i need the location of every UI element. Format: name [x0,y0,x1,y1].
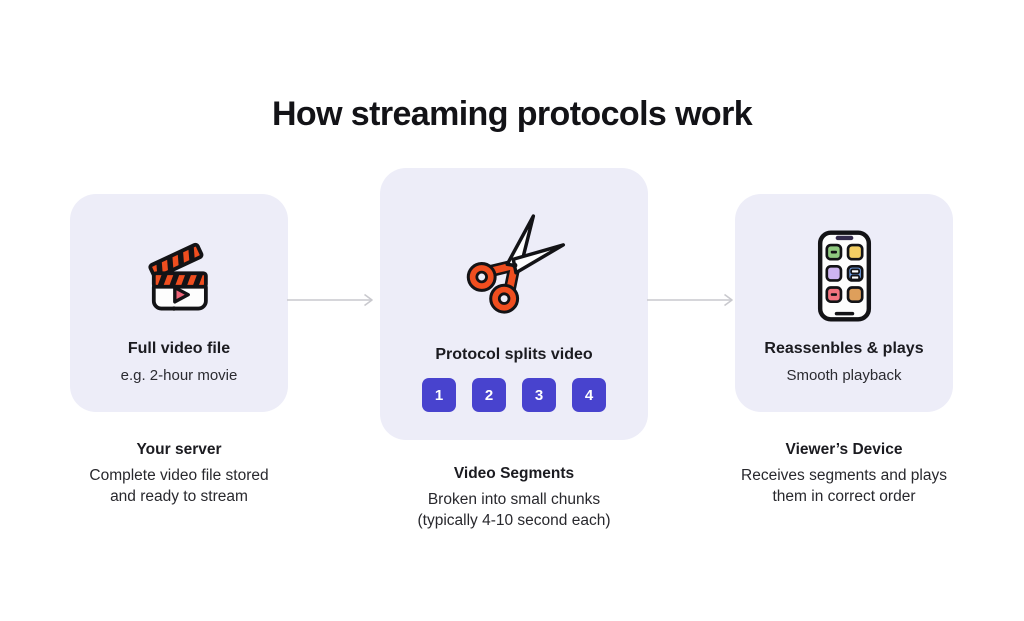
step-sublabel: e.g. 2-hour movie [120,367,238,384]
step-card-protocol-splits-video: Protocol splits video 1 2 3 4 [380,168,648,440]
smartphone-icon [816,230,873,322]
segment-2: 2 [472,378,506,412]
step-label: Protocol splits video [435,346,593,363]
caption-line: Broken into small chunks [427,491,601,508]
step-card-reassembles-plays: Reassenbles & plays Smooth playback [735,194,953,412]
video-segments-row: 1 2 3 4 [422,378,606,412]
caption-line: them in correct order [772,487,916,505]
arrow-right-icon [287,293,379,307]
step-sublabel: Smooth playback [786,367,902,384]
scissors-icon [462,214,566,318]
clapperboard-icon [137,238,221,324]
page-title: How streaming protocols work [271,94,753,133]
step-card-full-video-file: Full video file e.g. 2-hour movie [70,194,288,412]
segment-4: 4 [572,378,606,412]
step-label: Reassenbles & plays [764,340,924,357]
caption-title: Your server [136,441,222,458]
caption-title: Viewer’s Device [785,441,903,458]
caption-line: Receives segments and plays [741,467,947,484]
step-label: Full video file [127,340,231,357]
caption-video-segments: Video Segments Broken into small chunks … [374,465,654,531]
caption-line: and ready to stream [110,487,248,505]
caption-title: Video Segments [453,465,575,482]
segment-1: 1 [422,378,456,412]
caption-your-server: Your server Complete video file stored a… [39,441,319,507]
caption-line: (typically 4-10 second each) [417,511,611,529]
arrow-right-icon [647,293,739,307]
segment-3: 3 [522,378,556,412]
caption-viewers-device: Viewer’s Device Receives segments and pl… [702,441,986,507]
caption-line: Complete video file stored [89,467,269,484]
